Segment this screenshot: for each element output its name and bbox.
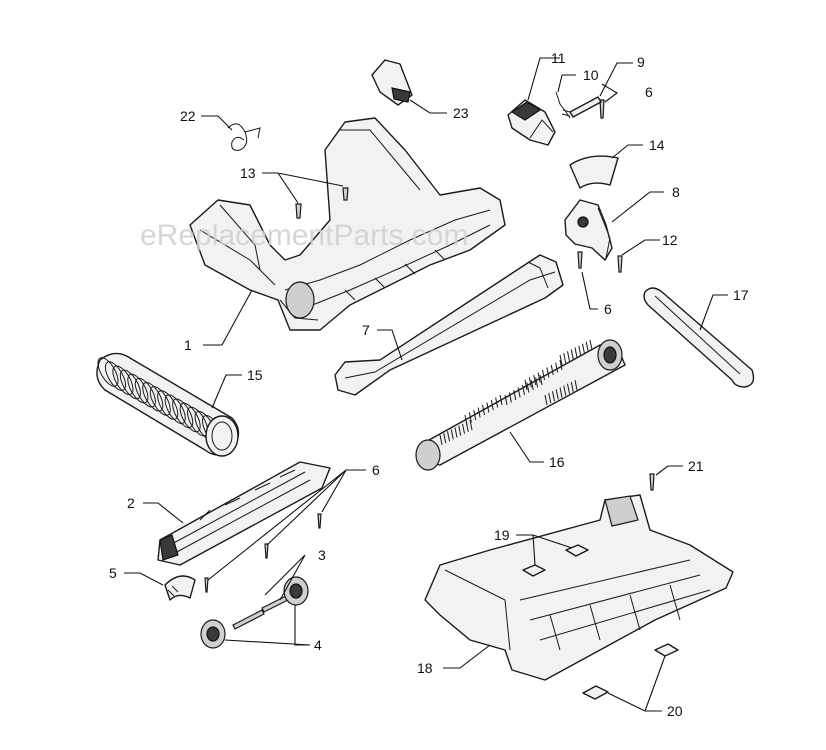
callout-19: 19 xyxy=(494,527,510,543)
callout-13: 13 xyxy=(240,165,256,181)
callout-8: 8 xyxy=(672,184,680,200)
callout-3: 3 xyxy=(318,547,326,563)
callout-14: 14 xyxy=(649,137,665,153)
callout-16: 16 xyxy=(549,454,565,470)
part-8-bracket xyxy=(564,199,613,261)
part-1-nozzle-housing xyxy=(189,117,506,331)
part-11-pedal xyxy=(507,99,556,146)
callout-9: 9 xyxy=(637,54,645,70)
hose-rib xyxy=(134,377,156,408)
part-18-base-plate xyxy=(424,494,734,681)
part-22-spring xyxy=(227,123,261,151)
callout-1: 1 xyxy=(184,337,192,353)
part-23-latch xyxy=(371,59,413,106)
brush-bristle-row xyxy=(544,379,578,406)
callout-20: 20 xyxy=(667,703,683,719)
hose-rib xyxy=(142,382,164,412)
brush-bristle-row xyxy=(439,419,473,446)
part-3-axles xyxy=(232,593,293,630)
hose-rib xyxy=(149,386,171,416)
callout-5: 5 xyxy=(109,565,117,581)
part-21-pin xyxy=(649,473,655,491)
part-16-brush-roll xyxy=(415,339,626,471)
hose-rib xyxy=(157,390,179,420)
callout-6-top: 6 xyxy=(645,84,653,100)
callout-2: 2 xyxy=(127,495,135,511)
callout-10: 10 xyxy=(583,67,599,83)
callout-15: 15 xyxy=(247,367,263,383)
hose-rib xyxy=(104,361,127,391)
callout-18: 18 xyxy=(417,660,433,676)
part-7-bumper-bar xyxy=(334,254,564,396)
part-12-screw xyxy=(617,255,623,273)
callout-23: 23 xyxy=(453,105,469,121)
part-10-spring xyxy=(555,91,571,119)
brush-bristle-row xyxy=(504,374,543,406)
brush-bristle-row xyxy=(464,394,503,426)
part-17-belt xyxy=(643,287,755,388)
part-13-screws xyxy=(295,187,349,219)
leader-lines xyxy=(124,57,728,712)
callout-6-mid: 6 xyxy=(604,301,612,317)
part-20-clips xyxy=(582,643,679,700)
brush-bristle-row xyxy=(559,339,593,366)
part-14-cover xyxy=(569,155,619,189)
hose-rib xyxy=(127,373,149,404)
hose-rib xyxy=(97,357,119,387)
part-5-clip xyxy=(164,575,196,601)
callout-7: 7 xyxy=(362,322,370,338)
hose-rib xyxy=(179,402,201,433)
callout-4: 4 xyxy=(314,637,322,653)
callout-17: 17 xyxy=(733,287,749,303)
hose-rib xyxy=(164,394,186,424)
part-4-wheels xyxy=(200,576,309,649)
callout-21: 21 xyxy=(688,458,704,474)
part-2-bumper xyxy=(157,461,331,566)
brush-bristle-row xyxy=(524,359,563,391)
part-15-hose xyxy=(96,352,240,457)
hose-rib xyxy=(119,369,141,400)
part-6-screws xyxy=(204,99,605,593)
watermark-text: eReplacementParts.com xyxy=(140,219,468,252)
callout-12: 12 xyxy=(662,232,678,248)
callout-11: 11 xyxy=(551,50,566,66)
hose-rib xyxy=(172,398,194,429)
callout-6-left: 6 xyxy=(372,462,380,478)
part-9-pin xyxy=(569,96,602,118)
hose-rib xyxy=(112,365,134,396)
callout-labels: 1 2 3 4 5 6 6 6 7 8 9 10 11 12 13 14 15 … xyxy=(109,50,749,719)
callout-22: 22 xyxy=(180,108,196,124)
